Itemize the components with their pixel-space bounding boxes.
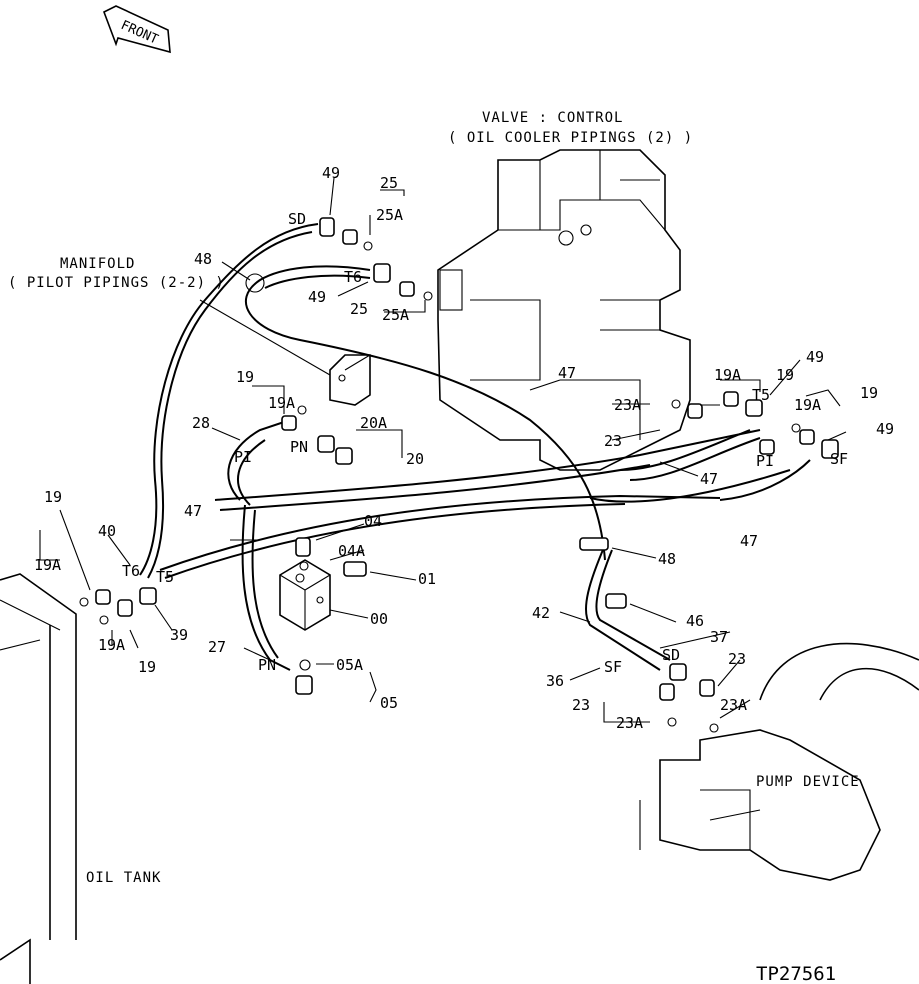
part-number: 19 <box>860 384 878 402</box>
part-number: 19 <box>776 366 794 384</box>
part-number: 48 <box>194 250 212 268</box>
port-label: SF <box>604 658 622 676</box>
part-number: 49 <box>308 288 326 306</box>
part-number: 25A <box>376 206 403 224</box>
port-label: SD <box>662 646 680 664</box>
manifold-subtitle: ( PILOT PIPINGS (2-2) ) <box>8 275 225 291</box>
part-number: 27 <box>208 638 226 656</box>
part-number: 19A <box>794 396 821 414</box>
part-number: 40 <box>98 522 116 540</box>
part-number: 04A <box>338 542 365 560</box>
port-label: T5 <box>752 386 770 404</box>
part-number: 04 <box>364 512 382 530</box>
part-number: 25A <box>382 306 409 324</box>
part-number: 37 <box>710 628 728 646</box>
port-label: SF <box>830 450 848 468</box>
leader-lines <box>39 177 847 723</box>
part-number: 20 <box>406 450 424 468</box>
part-number: 19A <box>714 366 741 384</box>
part-number: 47 <box>740 532 758 550</box>
oil-tank <box>0 573 77 984</box>
part-number: 46 <box>686 612 704 630</box>
port-labels: SD T6 T6 T5 PI PN PN T5 PI SF SD SF <box>122 210 848 676</box>
part-number: 23 <box>572 696 590 714</box>
part-number: 36 <box>546 672 564 690</box>
part-number: 47 <box>558 364 576 382</box>
pump-device <box>639 642 919 881</box>
part-number: 19A <box>98 636 125 654</box>
part-number: 23 <box>604 432 622 450</box>
port-label: T6 <box>344 268 362 286</box>
part-number: 49 <box>876 420 894 438</box>
part-number: 49 <box>806 348 824 366</box>
part-number: 23 <box>728 650 746 668</box>
part-number: 39 <box>170 626 188 644</box>
part-number: 19 <box>44 488 62 506</box>
part-number: 47 <box>700 470 718 488</box>
port-label: SD <box>288 210 306 228</box>
hose-network <box>139 223 811 671</box>
part-number: 47 <box>184 502 202 520</box>
port-label: PI <box>234 448 252 466</box>
part-number: 05 <box>380 694 398 712</box>
port-label: PI <box>756 452 774 470</box>
part-number: 19A <box>268 394 295 412</box>
part-number: 01 <box>418 570 436 588</box>
manifold-block <box>199 299 371 406</box>
part-number: 19 <box>138 658 156 676</box>
part-number: 20A <box>360 414 387 432</box>
port-label: T5 <box>156 568 174 586</box>
part-number: 25 <box>350 300 368 318</box>
part-number-labels: 49 25 25A 48 49 25 25A 19 19A 28 20A 20 … <box>34 164 894 732</box>
part-number: 23A <box>614 396 641 414</box>
port-label: PN <box>258 656 276 674</box>
manifold-title: MANIFOLD <box>60 256 135 272</box>
part-number: 23A <box>616 714 643 732</box>
port-label: PN <box>290 438 308 456</box>
part-number: 25 <box>380 174 398 192</box>
valve-control-subtitle: ( OIL COOLER PIPINGS (2) ) <box>448 130 693 146</box>
control-valve-body <box>437 149 691 471</box>
port-label: T6 <box>122 562 140 580</box>
part-number: 19 <box>236 368 254 386</box>
part-number: 49 <box>322 164 340 182</box>
pump-device-label: PUMP DEVICE <box>756 774 860 790</box>
front-direction-arrow: FRONT <box>102 5 171 54</box>
part-number: 28 <box>192 414 210 432</box>
drawing-reference-code: TP27561 <box>756 963 836 984</box>
oil-tank-label: OIL TANK <box>86 870 161 886</box>
fittings <box>79 217 839 733</box>
part-number: 19A <box>34 556 61 574</box>
valve-control-title: VALVE : CONTROL <box>482 110 623 126</box>
part-number: 00 <box>370 610 388 628</box>
part-number: 48 <box>658 550 676 568</box>
block-00 <box>279 559 331 631</box>
part-number: 05A <box>336 656 363 674</box>
part-number: 23A <box>720 696 747 714</box>
part-number: 42 <box>532 604 550 622</box>
